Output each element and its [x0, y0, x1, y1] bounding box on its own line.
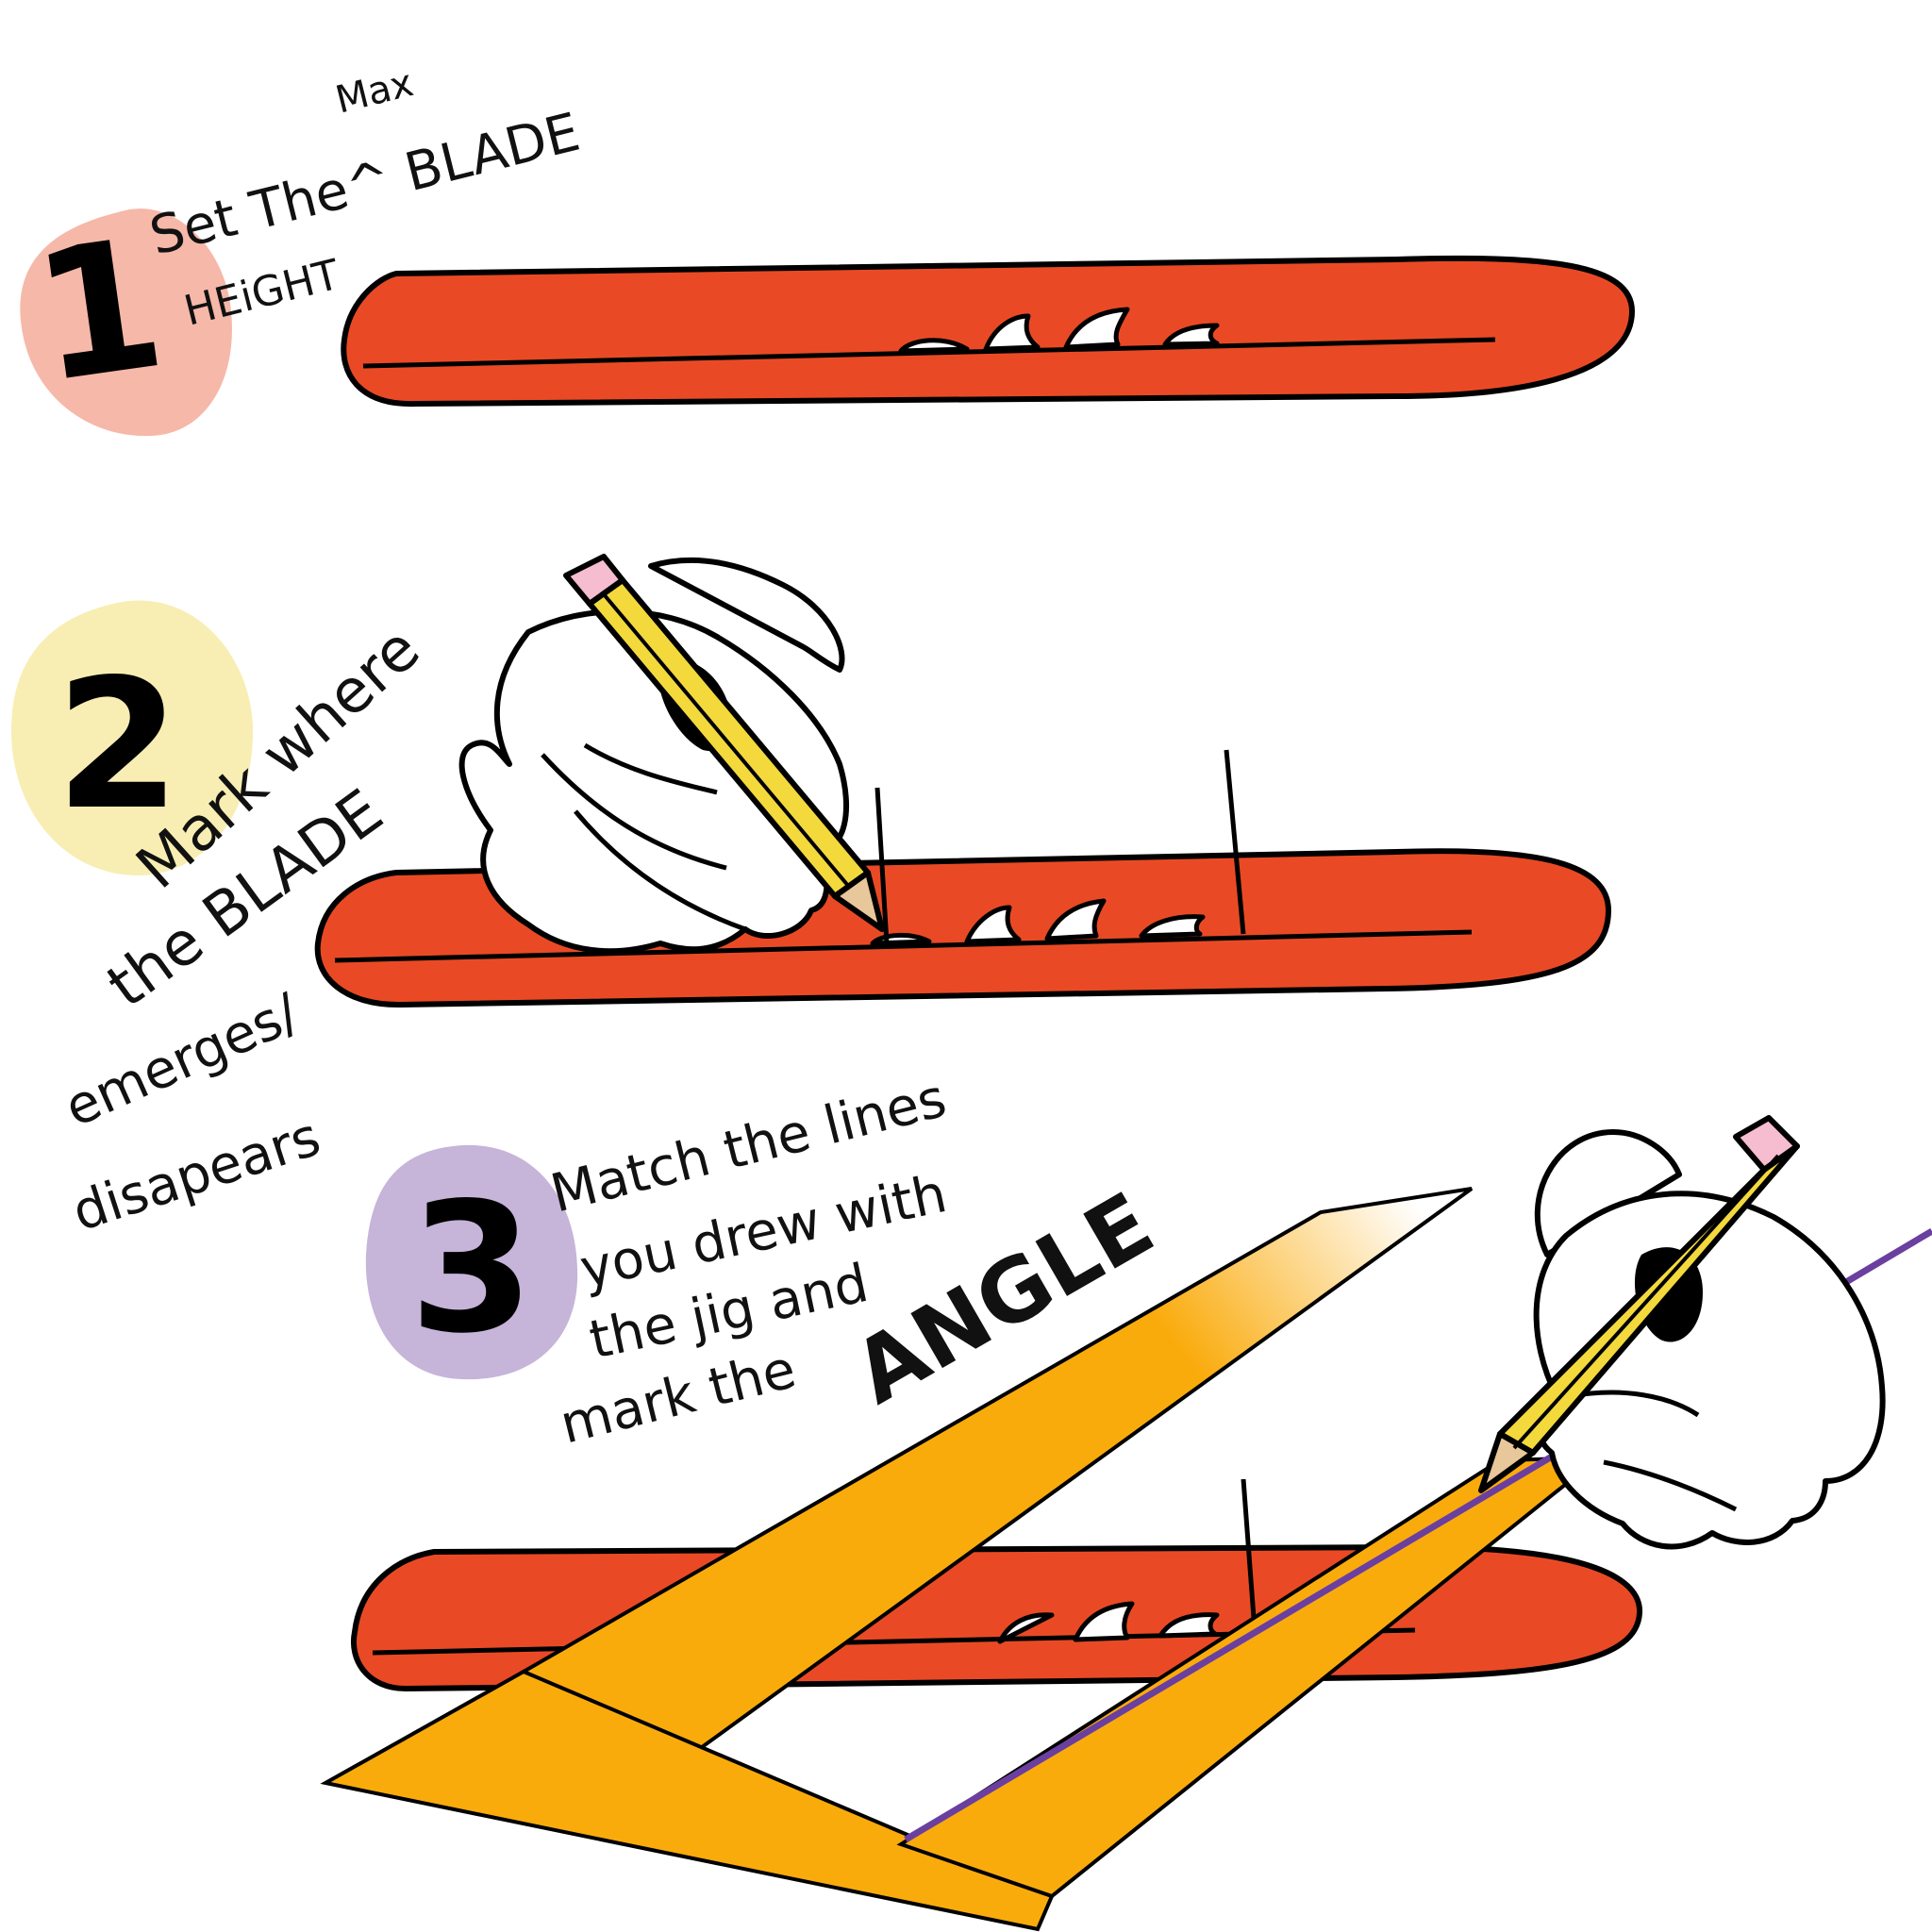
- blade-slot-1: [341, 255, 1635, 408]
- step-2-text-line3: emerges/: [56, 982, 308, 1140]
- blade-entry-mark: [874, 787, 890, 944]
- step-3-text-line4: mark the: [555, 1339, 802, 1457]
- blade-mark-3: [1241, 1478, 1257, 1631]
- step-1-number: 1: [23, 199, 175, 423]
- slot-2-centerline: [334, 929, 1473, 963]
- step-3-badge: [365, 1144, 578, 1380]
- blade-teeth-icon: [898, 307, 1220, 354]
- blade-teeth-icon: [997, 1601, 1220, 1644]
- step-1-badge: [20, 208, 232, 437]
- pencil-icon: [1478, 1115, 1800, 1493]
- glove-hand-icon: [1533, 1129, 1886, 1550]
- step-3: 3 Match the lines you drew with the jig …: [320, 1068, 1932, 1932]
- step-1: 1 Max Set The^ BLADE HEiGHT: [20, 61, 1635, 437]
- blade-teeth-icon: [870, 898, 1206, 946]
- step-2-badge: [10, 600, 254, 876]
- step-2-number: 2: [56, 641, 180, 849]
- step-1-text-line1: Set The^ BLADE: [144, 102, 586, 268]
- step-1-text-max: Max: [331, 61, 417, 123]
- pencil-icon: [563, 554, 885, 932]
- blade-exit-mark: [1224, 749, 1246, 935]
- miter-jig: [320, 1187, 1932, 1932]
- step-2: 2 Mark where the BLADE emerges/ disapear…: [10, 554, 1611, 1243]
- slot-1-centerline: [362, 337, 1496, 369]
- step-3-number: 3: [409, 1164, 534, 1373]
